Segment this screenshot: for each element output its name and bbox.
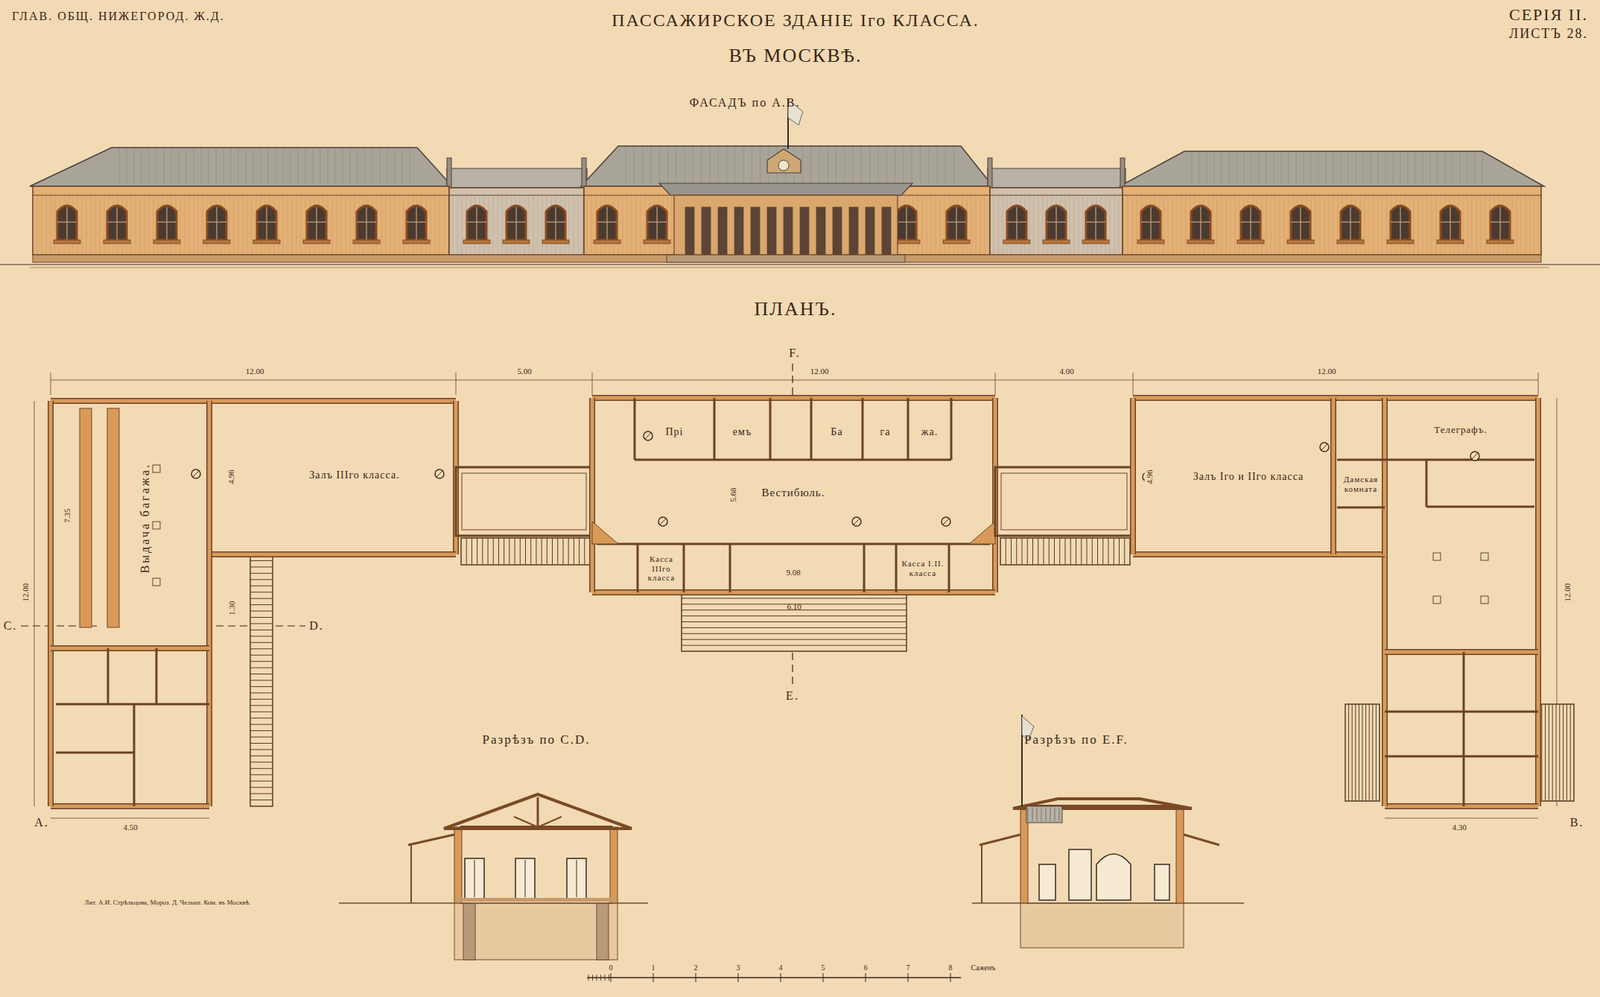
- room: Прі: [634, 408, 715, 456]
- room-label: Телеграфъ.: [1433, 424, 1487, 436]
- dimension-label: 12.00: [1562, 583, 1572, 602]
- dimension-label: 4.96: [1144, 469, 1154, 484]
- dimension-label: 6.10: [786, 601, 801, 611]
- dimension-label: 12.00: [20, 583, 30, 602]
- room: Касса IIIго класса: [639, 546, 684, 590]
- room: Залъ IIIго класса.: [256, 460, 453, 491]
- room-label: га: [880, 426, 891, 438]
- room: Вестибюль.: [599, 478, 987, 509]
- room: Выдача багажа.: [122, 408, 168, 628]
- room: емъ: [714, 408, 771, 456]
- dimension-label: 9.08: [785, 567, 800, 577]
- room: Ба: [811, 408, 863, 456]
- sheet-label: СЕРІЯ II.: [1509, 5, 1589, 24]
- dimension-label: 4.96: [226, 469, 236, 484]
- dimension-label: 12.00: [245, 366, 265, 376]
- sheet-label: ВЪ МОСКВѢ.: [729, 45, 863, 68]
- dimension-label: 5.68: [728, 487, 738, 502]
- dimension-label: 4: [779, 963, 783, 972]
- dimension-label: 4.50: [122, 822, 138, 832]
- dimension-label: 7: [906, 963, 911, 972]
- room-label: Выдача багажа.: [138, 462, 152, 573]
- room: жа.: [908, 408, 952, 456]
- room: га: [862, 408, 909, 456]
- room: Дамская комната: [1337, 461, 1385, 507]
- dimension-label: 6: [864, 963, 868, 972]
- sheet-title: ПАССАЖИРСКОЕ ЗДАНІЕ Iго КЛАССА.: [611, 10, 980, 30]
- room: Касса I.II. класса: [897, 546, 949, 590]
- sheet-label: C.: [3, 618, 18, 633]
- dimension-label: 7.35: [62, 508, 72, 523]
- room-label: Дамская комната: [1338, 474, 1384, 494]
- dimension-label: 1: [651, 963, 656, 972]
- sheet-label: ГЛАВ. ОБЩ. НИЖЕГОРОД. Ж.Д.: [11, 9, 225, 24]
- sheet-label: Разрѣзъ по E.F.: [1024, 732, 1129, 748]
- sheet-label: ФАСАДЪ по А.В.: [689, 96, 801, 110]
- dimension-label: 2: [694, 963, 698, 972]
- dimension-label: 5: [821, 963, 826, 972]
- dimension-label: 5.00: [516, 366, 532, 376]
- room-label: Залъ IIIго класса.: [309, 469, 400, 482]
- dimension-label: 0: [609, 963, 614, 972]
- sheet-label: Разрѣзъ по C.D.: [482, 732, 591, 748]
- room-label: Прі: [665, 426, 684, 438]
- room-label: Вестибюль.: [762, 486, 826, 500]
- sheet-label: A.: [34, 815, 50, 830]
- room: Залъ Iго и IIго класса: [1165, 461, 1332, 492]
- room-label: Касса I.II. класса: [899, 558, 947, 578]
- dimension-label: 1.30: [227, 600, 237, 615]
- sheet-label: B.: [1570, 815, 1585, 830]
- sheet-label: ПЛАНЪ.: [754, 298, 838, 321]
- room-label: Ба: [830, 426, 843, 438]
- room-label: емъ: [732, 426, 752, 438]
- room-label: жа.: [921, 426, 938, 438]
- sheet-label: F.: [788, 346, 801, 360]
- room-label: Залъ Iго и IIго класса: [1193, 470, 1305, 483]
- sheet-label: E.: [785, 689, 800, 703]
- dimension-label: Саженъ: [971, 963, 996, 972]
- dimension-label: 4.30: [1451, 822, 1466, 832]
- room-label: Касса IIIго класса: [640, 554, 683, 583]
- dimension-label: 8: [948, 963, 953, 972]
- dimension-label: 3: [736, 963, 741, 972]
- dimension-label: 12.00: [1317, 366, 1337, 376]
- dimension-label: 4.00: [1059, 366, 1074, 376]
- sheet-label: ЛИСТЪ 28.: [1509, 26, 1589, 42]
- sheet-label: D.: [309, 618, 325, 633]
- dimension-label: 12.00: [810, 366, 830, 376]
- room: Телеграфъ.: [1389, 417, 1532, 443]
- dimension-label: Лит. А.И. Стрѣльцова, Мороз. Д. Челыш. К…: [84, 899, 251, 907]
